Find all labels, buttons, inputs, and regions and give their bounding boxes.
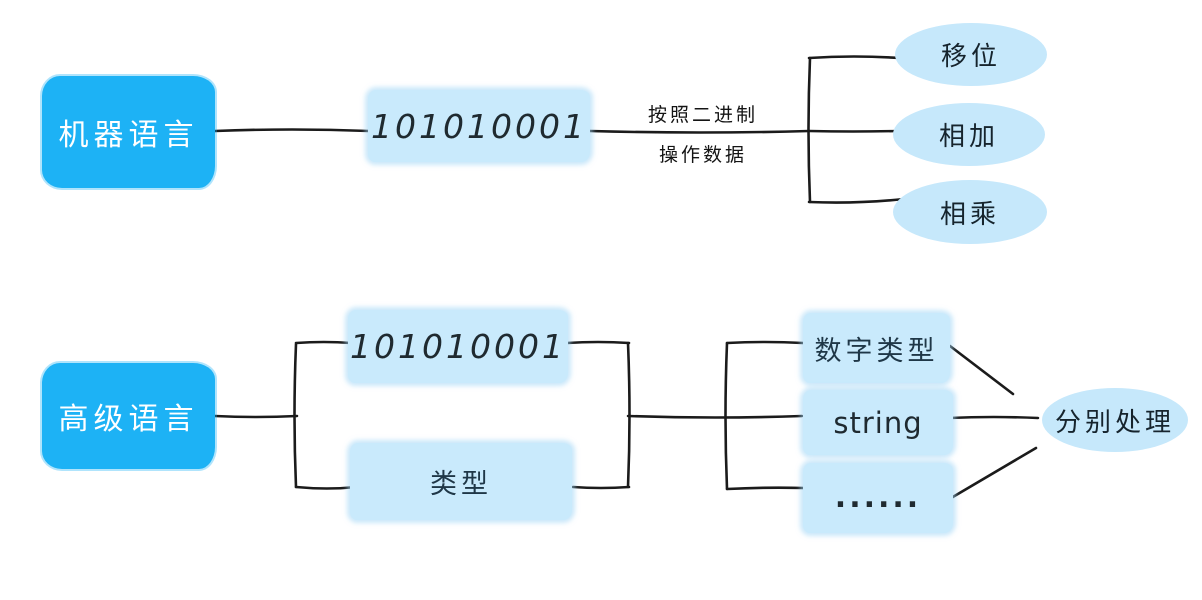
result-label: 分别处理	[1054, 407, 1175, 438]
type-label: 类型	[430, 469, 492, 500]
operation-shift-label: 移位	[940, 42, 1001, 72]
other-types-node: ......	[803, 463, 953, 533]
highlevel-binary-value: 101010001	[350, 327, 566, 366]
fanout-vertical	[724, 341, 729, 491]
result-node: 分别处理	[1042, 388, 1188, 452]
highlevel-binary-node: 101010001	[348, 310, 568, 383]
operation-multiply-node: 相乘	[893, 180, 1047, 244]
edge-number-to-result	[948, 344, 1015, 396]
split-vertical-left	[293, 342, 298, 489]
fanout-stub-dots	[725, 486, 806, 491]
highlevel-language-label: 高级语言	[58, 402, 199, 437]
machine-binary-value: 101010001	[371, 106, 587, 146]
branch-stub-multiply	[807, 197, 906, 204]
string-type-label: string	[833, 405, 923, 440]
branch-stub-shift	[807, 55, 901, 60]
number-type-label: 数字类型	[814, 335, 939, 367]
edge-highlevel-to-split	[213, 414, 299, 419]
operation-add-label: 相加	[938, 122, 999, 152]
machine-binary-node: 101010001	[368, 90, 590, 162]
machine-language-label: 机器语言	[58, 118, 199, 153]
split-stub-binary	[294, 340, 353, 345]
merge-stub-binary	[565, 340, 631, 345]
edge-label-line2: 操作数据	[658, 144, 747, 166]
string-type-node: string	[803, 390, 953, 455]
edge-dots-to-result	[944, 446, 1038, 503]
split-stub-type	[294, 485, 359, 490]
highlevel-language-node: 高级语言	[42, 363, 215, 469]
operation-add-node: 相加	[893, 103, 1045, 166]
machine-language-node: 机器语言	[42, 76, 215, 188]
edge-label-line1: 按照二进制	[647, 104, 758, 126]
fanout-stub-number	[725, 340, 805, 345]
edge-binary-to-branch	[588, 129, 811, 134]
operation-shift-node: 移位	[895, 23, 1047, 86]
edge-string-to-result	[947, 415, 1040, 420]
branch-stub-add	[807, 129, 898, 133]
number-type-node: 数字类型	[803, 313, 950, 383]
edge-merge-to-fanout	[626, 414, 804, 419]
edge-machine-to-binary	[213, 128, 371, 133]
operation-multiply-label: 相乘	[939, 199, 1000, 230]
merge-stub-type	[571, 485, 631, 490]
other-types-label: ......	[834, 480, 922, 515]
binary-operation-edge-label: 按照二进制 操作数据	[618, 100, 788, 167]
type-node: 类型	[350, 443, 572, 520]
